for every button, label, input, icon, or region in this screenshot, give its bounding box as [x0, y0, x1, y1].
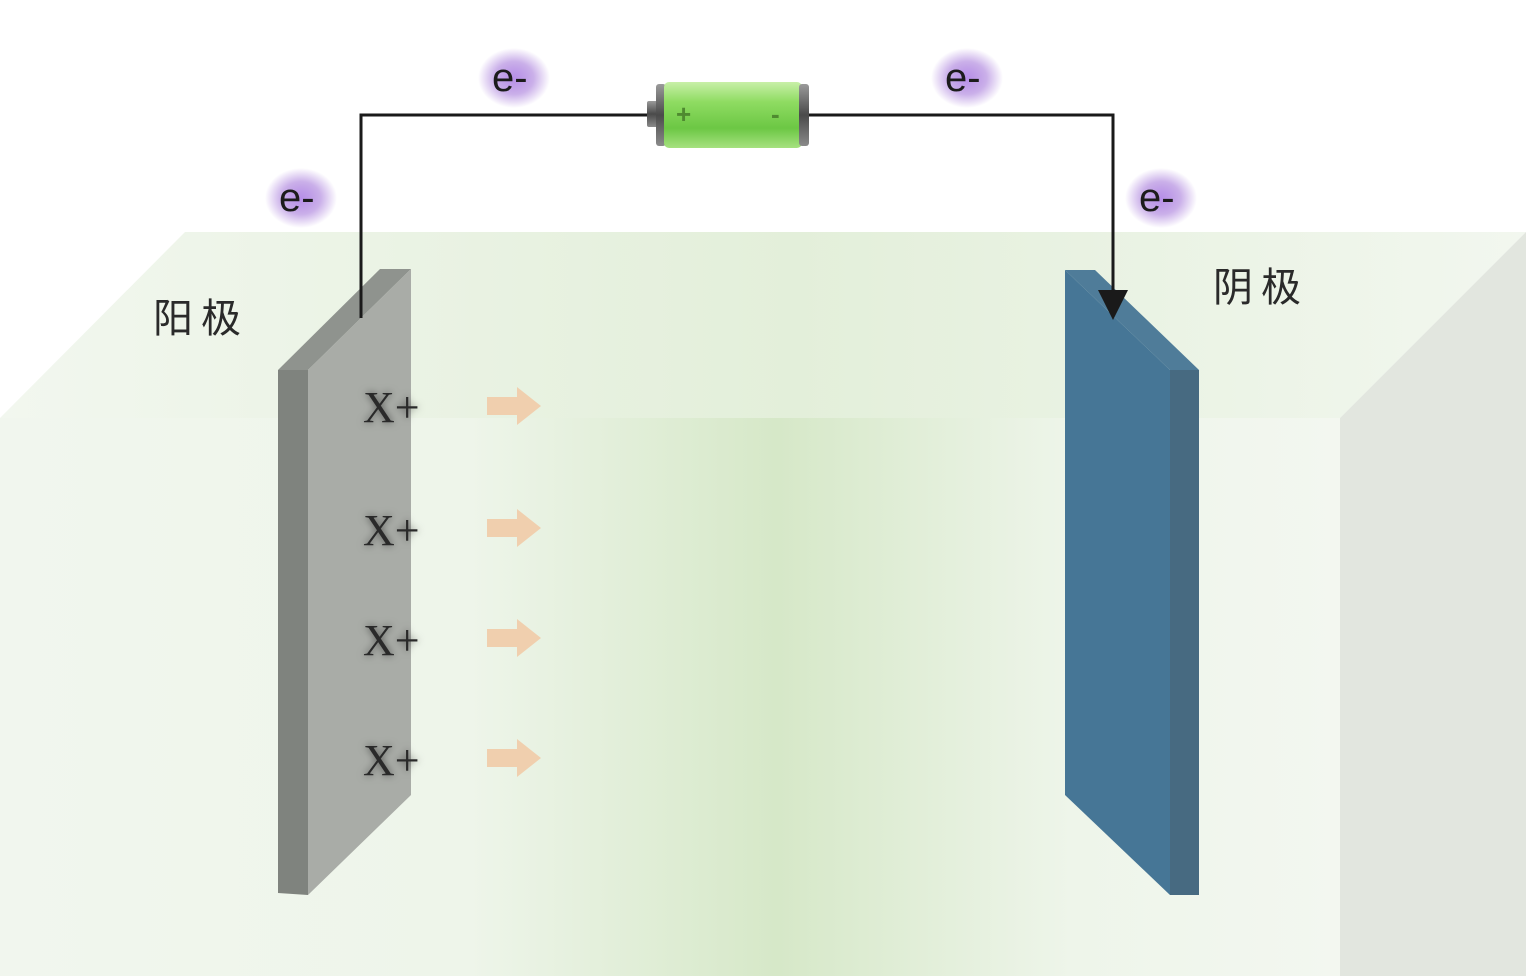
electron: e-	[931, 48, 1003, 108]
cathode-face	[1065, 270, 1170, 895]
cathode-plate	[1065, 270, 1199, 895]
battery-positive-sign: +	[676, 99, 691, 129]
battery-body	[664, 82, 802, 148]
electron: e-	[1125, 168, 1197, 228]
battery-negative-sign: -	[771, 99, 780, 129]
anode-side	[278, 370, 308, 895]
ion-arrow	[487, 619, 541, 657]
ion: X+	[363, 506, 541, 555]
ion-label: X+	[363, 383, 420, 432]
wire-right	[808, 113, 1128, 320]
electron-label: e-	[945, 56, 981, 100]
electron-glow	[265, 168, 337, 228]
electron: e-	[478, 48, 550, 108]
electron-glow	[931, 48, 1003, 108]
ion-arrow	[487, 509, 541, 547]
battery: + -	[647, 82, 809, 148]
ion: X+	[363, 616, 541, 665]
ion-arrow	[487, 387, 541, 425]
cathode-side	[1170, 370, 1199, 895]
electron-label: e-	[1139, 176, 1175, 220]
electron: e-	[265, 168, 337, 228]
tank-right-face	[1340, 232, 1526, 976]
circuit-wire	[359, 113, 1128, 320]
wire-left	[359, 113, 655, 318]
cathode-label: 阴极	[1213, 265, 1309, 311]
electron-label: e-	[279, 176, 315, 220]
anode-label: 阳极	[153, 296, 249, 342]
electron-glow	[478, 48, 550, 108]
electrolyte-tank	[0, 232, 1526, 976]
anode-top-edge	[278, 269, 411, 370]
electron-label: e-	[492, 56, 528, 100]
ion: X+	[363, 736, 541, 785]
battery-ring-right	[799, 84, 809, 146]
electron-glow	[1125, 168, 1197, 228]
anode-plate	[278, 269, 411, 895]
ion-label: X+	[363, 506, 420, 555]
ion: X+	[363, 383, 541, 432]
ion-label: X+	[363, 616, 420, 665]
battery-ring-left	[656, 84, 666, 146]
ion-label: X+	[363, 736, 420, 785]
ion-arrow	[487, 739, 541, 777]
anode-face	[308, 269, 411, 895]
